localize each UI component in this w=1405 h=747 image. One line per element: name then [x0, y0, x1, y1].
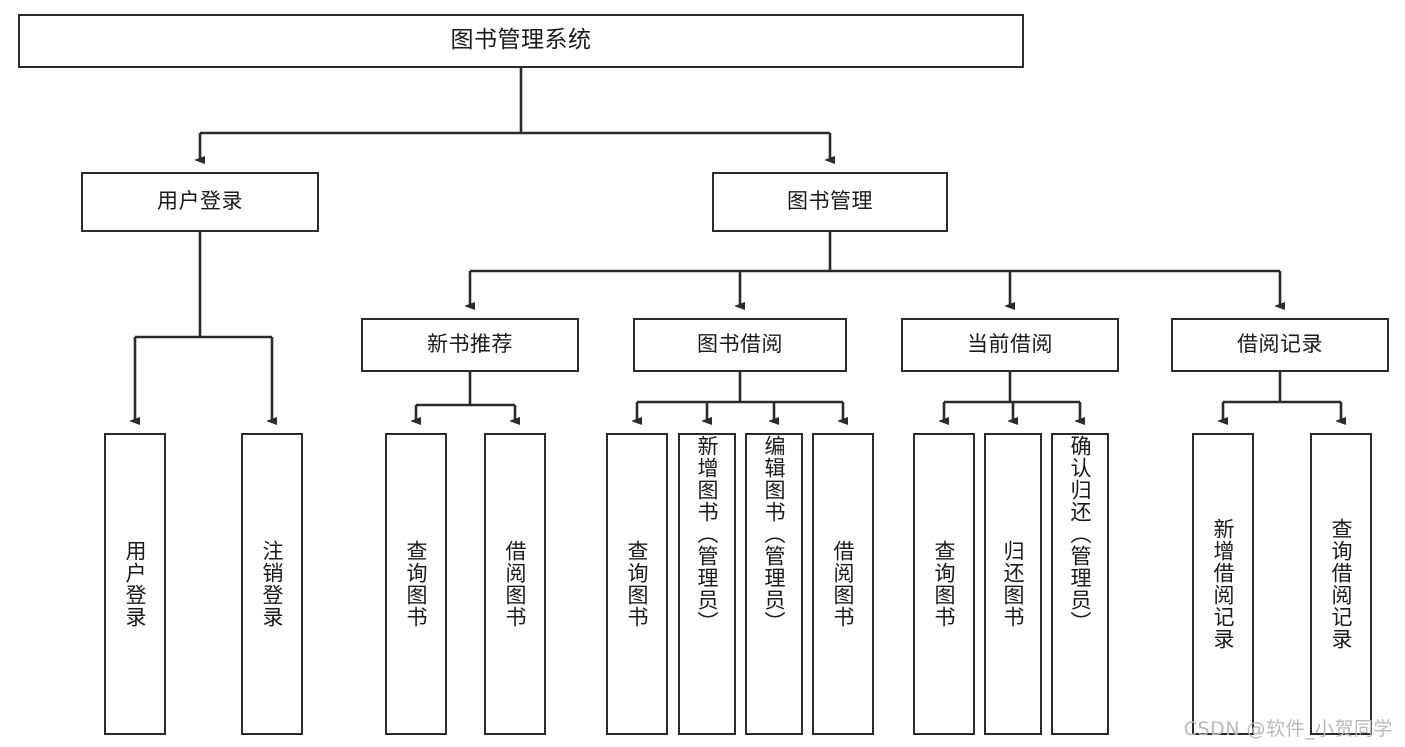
- node-book-borrow[interactable]: 图书借阅: [633, 318, 847, 372]
- node-borrow-record-label: 借阅记录: [1237, 332, 1323, 357]
- node-current-borrow-label: 当前借阅: [967, 332, 1053, 357]
- node-leaf-query-book[interactable]: 查询图书: [606, 433, 668, 735]
- node-root-label: 图书管理系统: [450, 27, 592, 54]
- node-leaf-add-book-label: 新增图书（管理员）: [695, 435, 720, 633]
- node-leaf-query-book-rec-label: 查询图书: [404, 540, 429, 628]
- node-leaf-confirm-return[interactable]: 确认归还（管理员）: [1051, 433, 1109, 735]
- node-leaf-edit-book-label: 编辑图书（管理员）: [762, 435, 787, 633]
- node-current-borrow[interactable]: 当前借阅: [901, 318, 1119, 372]
- node-new-book-rec[interactable]: 新书推荐: [361, 318, 579, 372]
- node-book-manage[interactable]: 图书管理: [712, 172, 948, 232]
- node-leaf-user-logout-label: 注销登录: [260, 540, 285, 628]
- node-leaf-query-book-rec[interactable]: 查询图书: [385, 433, 447, 735]
- node-user-login-label: 用户登录: [157, 189, 243, 214]
- node-leaf-query-book-label: 查询图书: [625, 540, 650, 628]
- node-book-borrow-label: 图书借阅: [697, 332, 783, 357]
- node-leaf-borrow-book-label: 借阅图书: [831, 540, 856, 628]
- node-leaf-query-book-cur-label: 查询图书: [932, 540, 957, 628]
- node-leaf-confirm-return-label: 确认归还（管理员）: [1068, 435, 1093, 633]
- node-borrow-record[interactable]: 借阅记录: [1171, 318, 1389, 372]
- csdn-watermark: CSDN @软件_小贺同学: [1183, 718, 1393, 740]
- node-leaf-borrow-book-rec[interactable]: 借阅图书: [484, 433, 546, 735]
- node-leaf-query-record-label: 查询借阅记录: [1329, 518, 1354, 650]
- node-leaf-query-record[interactable]: 查询借阅记录: [1310, 433, 1372, 735]
- node-leaf-user-login-label: 用户登录: [123, 540, 148, 628]
- node-leaf-return-book[interactable]: 归还图书: [984, 433, 1042, 735]
- node-leaf-add-book[interactable]: 新增图书（管理员）: [678, 433, 736, 735]
- node-leaf-user-logout[interactable]: 注销登录: [241, 433, 303, 735]
- node-leaf-query-book-cur[interactable]: 查询图书: [913, 433, 975, 735]
- node-leaf-edit-book[interactable]: 编辑图书（管理员）: [745, 433, 803, 735]
- node-book-manage-label: 图书管理: [787, 189, 873, 214]
- node-root[interactable]: 图书管理系统: [18, 14, 1024, 68]
- node-new-book-rec-label: 新书推荐: [427, 332, 513, 357]
- node-leaf-add-record[interactable]: 新增借阅记录: [1192, 433, 1254, 735]
- node-leaf-add-record-label: 新增借阅记录: [1211, 518, 1236, 650]
- node-leaf-return-book-label: 归还图书: [1001, 540, 1026, 628]
- node-leaf-user-login[interactable]: 用户登录: [104, 433, 166, 735]
- node-leaf-borrow-book-rec-label: 借阅图书: [503, 540, 528, 628]
- node-user-login[interactable]: 用户登录: [81, 172, 319, 232]
- node-leaf-borrow-book[interactable]: 借阅图书: [812, 433, 874, 735]
